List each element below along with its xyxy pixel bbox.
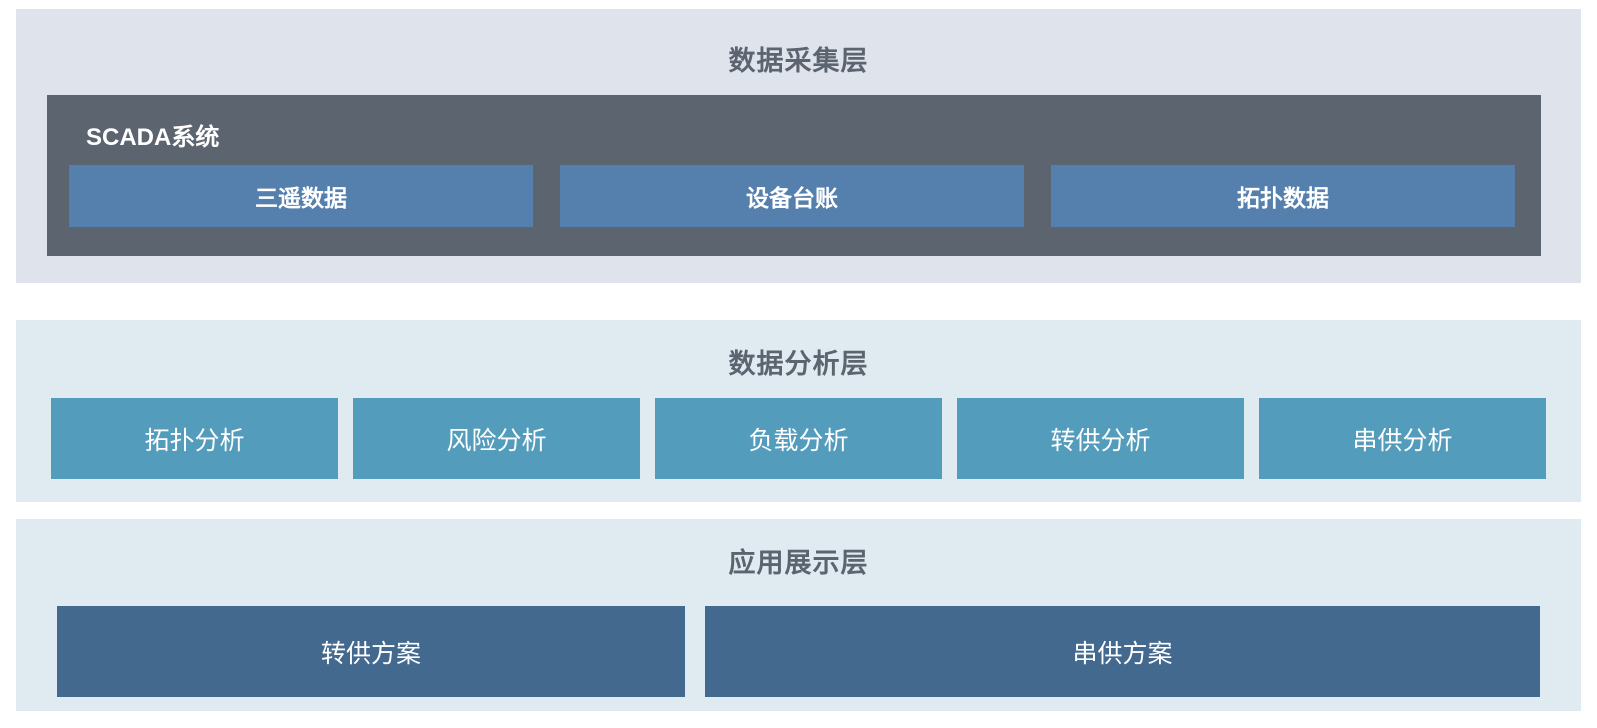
analysis-item-series-supply[interactable]: 串供分析 [1259,398,1546,479]
scada-system-label: SCADA系统 [86,124,220,151]
application-item-list: 转供方案 串供方案 [57,606,1540,697]
analysis-item-transfer-supply[interactable]: 转供分析 [957,398,1244,479]
scada-item-list: 三遥数据 设备台账 拓扑数据 [69,165,1515,227]
application-item-transfer-supply-plan[interactable]: 转供方案 [57,606,685,697]
layer-panel-data-analysis: 数据分析层 拓扑分析 风险分析 负载分析 转供分析 串供分析 [16,320,1581,502]
layer-title-data-analysis: 数据分析层 [728,349,869,379]
analysis-item-risk[interactable]: 风险分析 [353,398,640,479]
scada-item-sanyao-data[interactable]: 三遥数据 [69,165,533,227]
analysis-item-list: 拓扑分析 风险分析 负载分析 转供分析 串供分析 [51,398,1546,479]
layer-panel-application-presentation: 应用展示层 转供方案 串供方案 [16,519,1581,711]
analysis-item-load[interactable]: 负载分析 [655,398,942,479]
scada-item-topology-data[interactable]: 拓扑数据 [1051,165,1515,227]
layer-panel-data-collection: 数据采集层 SCADA系统 三遥数据 设备台账 拓扑数据 [16,9,1581,283]
application-item-series-supply-plan[interactable]: 串供方案 [704,606,1540,697]
scada-system-group: SCADA系统 三遥数据 设备台账 拓扑数据 [47,95,1541,256]
analysis-item-topology[interactable]: 拓扑分析 [51,398,338,479]
layer-title-data-collection: 数据采集层 [728,46,869,76]
scada-item-equipment-ledger[interactable]: 设备台账 [560,165,1024,227]
layer-title-application-presentation: 应用展示层 [728,548,869,578]
